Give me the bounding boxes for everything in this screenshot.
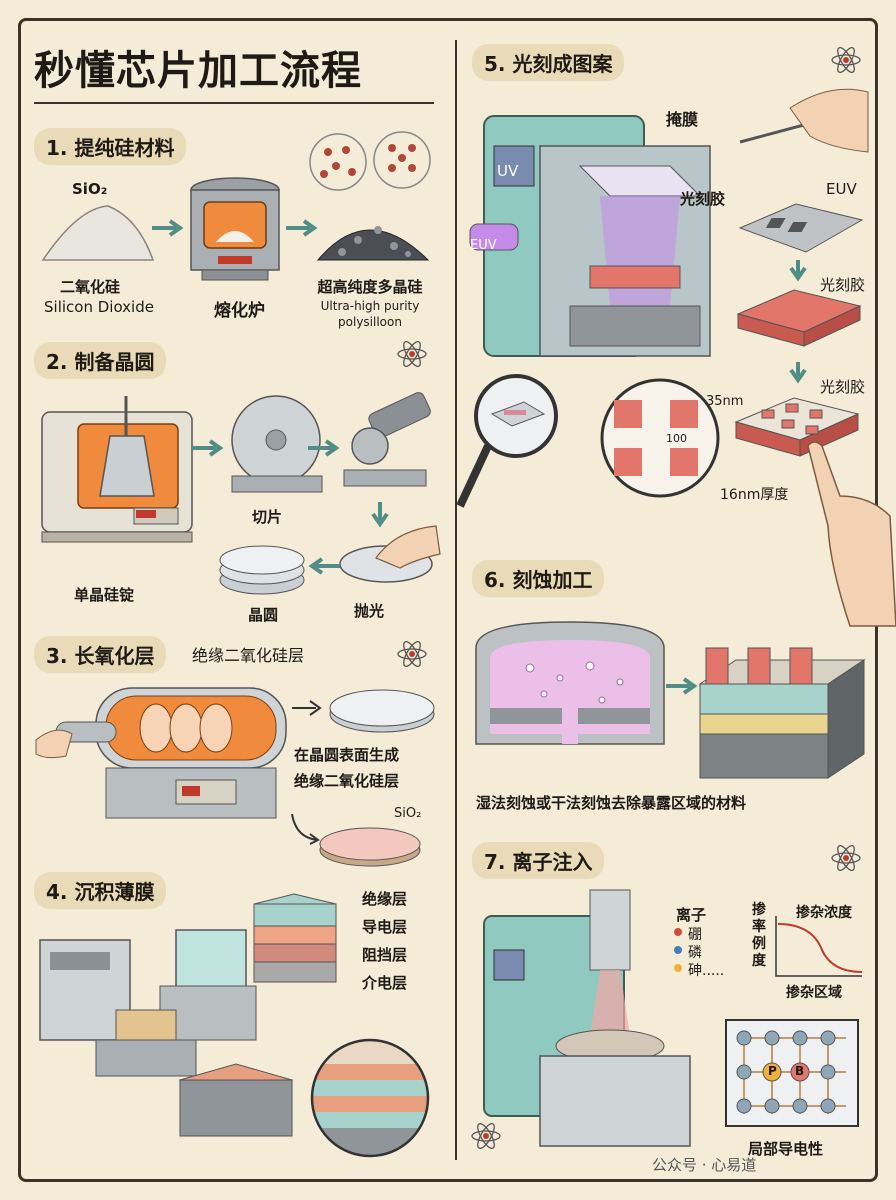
lithography-machine-illustration [469, 115, 711, 357]
silica-pile-illustration [41, 205, 155, 261]
oxidized-wafer-illustration [329, 689, 435, 733]
arrow-right-icon [292, 700, 322, 716]
column-divider [455, 40, 457, 1160]
layered-wafer-block-illustration [178, 1063, 294, 1137]
wafer-stack-illustration [219, 545, 305, 595]
cut-label: 切片 [252, 508, 283, 526]
photoresist-label-3: 光刻胶 [820, 378, 866, 396]
atom-icon [397, 340, 427, 368]
polysilicon-cn-label: 超高纯度多晶硅 [317, 278, 423, 296]
ion-implanter-illustration [483, 889, 691, 1147]
wafer-label: 晶圆 [248, 606, 279, 624]
magnifier-and-zoom-illustration [456, 374, 720, 508]
etched-resist-grid-illustration [734, 397, 860, 457]
section-6-heading: 6. 刻蚀加工 [472, 560, 605, 597]
local-conductivity-label: 局部导电性 [748, 1140, 824, 1158]
saw-illustration [231, 395, 323, 493]
silicon-dioxide-en-label: Silicon Dioxide [44, 298, 154, 316]
section-5-heading: 5. 光刻成图案 [472, 44, 625, 81]
doping-profile-graph-illustration [775, 916, 863, 977]
mask-label: 掩膜 [666, 110, 699, 129]
atom-icon [831, 844, 861, 872]
uv-label: UV [497, 162, 519, 180]
polish-label: 抛光 [354, 602, 385, 620]
film-layer-label: 介电层 [362, 974, 408, 992]
film-layer-label: 导电层 [362, 918, 408, 936]
dimension-100-label: 100 [666, 432, 687, 445]
arrow-left-icon [308, 557, 340, 575]
arrow-down-icon [371, 502, 389, 528]
polysilicon-en-label-1: Ultra-high purity [320, 299, 420, 313]
melting-furnace-illustration [190, 177, 280, 281]
silicon-dioxide-cn-label: 二氧化硅 [60, 278, 121, 296]
film-layer-label: 绝缘层 [362, 890, 408, 908]
oxide-desc-line-2: 绝缘二氧化硅层 [294, 772, 400, 790]
oxidation-furnace-illustration [35, 687, 287, 819]
arrow-down-icon [789, 260, 807, 282]
footer-watermark: 公众号 · 心易道 [652, 1156, 757, 1174]
mask-plate-illustration [738, 203, 864, 253]
arrow-right-icon [308, 439, 340, 457]
arrow-right-icon [192, 439, 224, 457]
ions-label: 离子 [676, 906, 707, 924]
doping-graph-ylabel: 掺率例度 [752, 902, 766, 969]
etch-description: 湿法刻蚀或干法刻蚀去除暴露区域的材料 [476, 794, 747, 812]
dimension-16nm-label: 16nm厚度 [720, 487, 789, 503]
boron-atom-label: B [795, 1064, 805, 1078]
polysilicon-crystal-illustration [309, 131, 431, 261]
section-2-heading: 2. 制备晶圆 [34, 342, 167, 379]
arrow-down-icon [789, 362, 807, 384]
arrow-right-icon [286, 219, 318, 237]
doping-concentration-label: 掺杂浓度 [796, 905, 852, 921]
ion-dots-icon [674, 928, 682, 972]
deposition-machines-illustration [39, 929, 257, 1077]
etch-chamber-illustration [475, 621, 665, 745]
polishing-illustration [339, 525, 441, 583]
film-layer-label: 阻挡层 [362, 946, 408, 964]
phosphorus-atom-label: P [768, 1064, 777, 1078]
atom-icon [831, 46, 861, 74]
sio2-label: SiO₂ [72, 180, 108, 198]
atom-icon [471, 1122, 501, 1150]
page-title: 秒懂芯片加工流程 [34, 48, 362, 94]
dopant-lattice-illustration [725, 1019, 859, 1127]
resist-pattern-illustration [736, 289, 862, 347]
arrow-right-icon [152, 219, 184, 237]
photoresist-label-2: 光刻胶 [820, 276, 866, 294]
layer-zoom-illustration [310, 1038, 430, 1158]
section-4-heading: 4. 沉积薄膜 [34, 872, 167, 909]
boron-label: 硼 [688, 927, 702, 943]
dimension-35nm-label: 35nm [706, 394, 744, 409]
arrow-right-icon [666, 677, 698, 695]
arsenic-label: 砷..... [688, 963, 725, 979]
section-7-heading: 7. 离子注入 [472, 842, 605, 879]
title-underline [34, 102, 434, 104]
section-1-heading: 1. 提纯硅材料 [34, 128, 187, 165]
crystal-puller-illustration [41, 396, 193, 543]
phosphorus-label: 磷 [688, 945, 702, 961]
furnace-label: 熔化炉 [214, 301, 265, 321]
ingot-label: 单晶硅锭 [74, 586, 135, 604]
grinder-illustration [343, 392, 431, 487]
hand-with-stylus-illustration [739, 88, 869, 153]
arrow-curve-icon [291, 813, 320, 845]
section-3-heading: 3. 长氧化层 [34, 636, 167, 673]
pointing-hand-illustration [807, 441, 896, 627]
oxide-layer-label: 绝缘二氧化硅层 [192, 646, 305, 665]
euv-source-label: EUV [470, 238, 497, 253]
euv-label-2: EUV [826, 180, 857, 198]
sio2-coated-wafer-illustration [319, 827, 421, 867]
photoresist-label: 光刻胶 [680, 190, 726, 208]
etched-structure-illustration [698, 647, 866, 779]
oxide-desc-line-1: 在晶圆表面生成 [294, 746, 400, 764]
film-layers-stack-illustration [253, 893, 337, 983]
atom-icon [397, 640, 427, 668]
doping-region-label: 掺杂区域 [786, 985, 842, 1001]
polysilicon-en-label-2: polysilloon [338, 315, 402, 329]
sio2-wafer-label: SiO₂ [394, 806, 422, 821]
